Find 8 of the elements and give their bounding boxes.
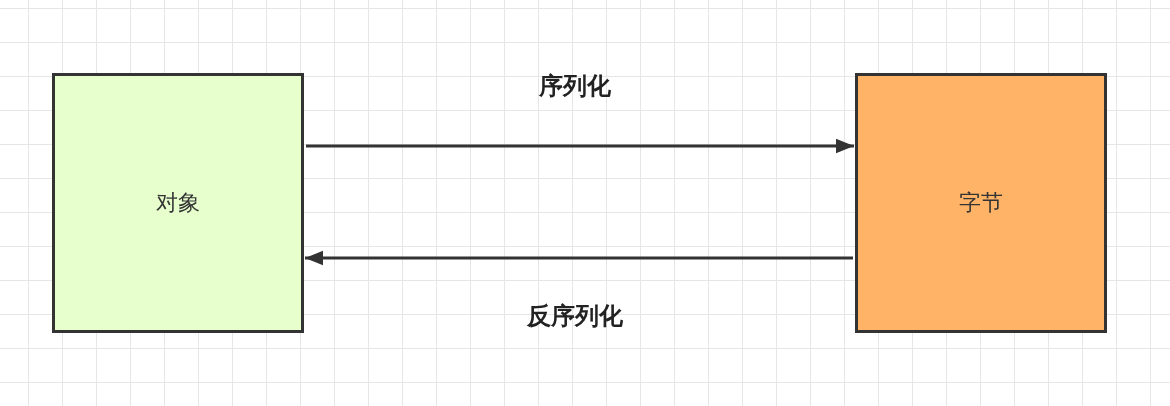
edge-label: 序列化 bbox=[539, 71, 611, 102]
node-label: 字节 bbox=[959, 189, 1003, 217]
arrow bbox=[305, 250, 853, 266]
edge-label: 反序列化 bbox=[527, 301, 623, 332]
node-label: 对象 bbox=[156, 189, 200, 217]
process-box bbox=[855, 73, 1107, 333]
process-box bbox=[52, 73, 304, 333]
arrow bbox=[306, 138, 854, 154]
